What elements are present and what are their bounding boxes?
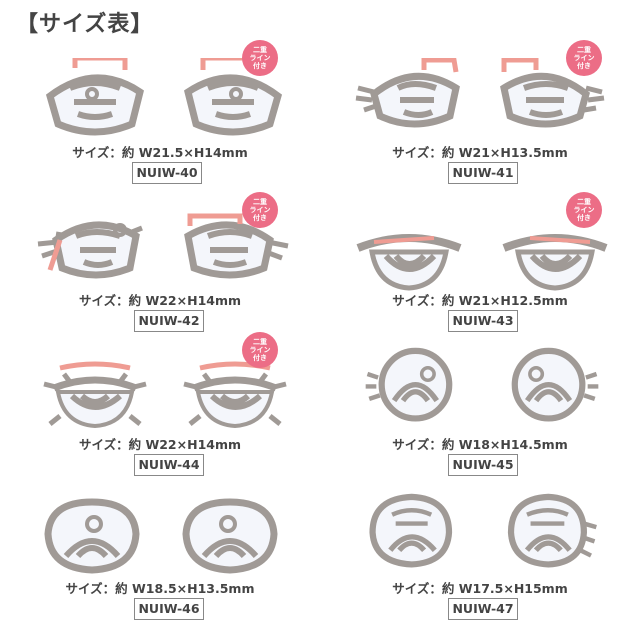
size-label: サイズ：約 W18×H14.5mm <box>392 437 568 452</box>
product-code: NUIW-42 <box>134 310 204 332</box>
product-nuiw-40: サイズ：約 W21.5×H14mm NUIW-40 <box>0 58 320 204</box>
product-code: NUIW-40 <box>132 162 202 184</box>
product-nuiw-46: サイズ：約 W18.5×H13.5mm NUIW-46 <box>0 494 320 640</box>
size-label: サイズ：約 W21.5×H14mm <box>72 145 248 160</box>
eye-patch-right <box>498 342 608 422</box>
eye-patch-left <box>36 494 146 574</box>
double-line-badge: 二重ライン付き <box>242 40 278 76</box>
product-nuiw-45: サイズ：約 W18×H14.5mm NUIW-45 <box>320 347 640 496</box>
eye-patch-right <box>176 494 286 574</box>
eye-patch-left <box>354 58 464 138</box>
product-code: NUIW-45 <box>448 454 518 476</box>
eye-patch-right <box>500 212 610 292</box>
eye-patch-right <box>180 354 290 434</box>
product-code: NUIW-44 <box>134 454 204 476</box>
product-nuiw-43: サイズ：約 W21×H12.5mm NUIW-43 <box>320 206 640 352</box>
size-label: サイズ：約 W21×H13.5mm <box>392 145 568 160</box>
product-code: NUIW-47 <box>448 598 518 620</box>
eye-patch-left <box>40 58 150 138</box>
eye-patch-left <box>356 342 466 422</box>
eye-patch-right <box>496 488 606 568</box>
eye-patch-left <box>40 354 150 434</box>
product-nuiw-44: サイズ：約 W22×H14mm NUIW-44 <box>0 350 320 496</box>
product-nuiw-41: サイズ：約 W21×H13.5mm NUIW-41 <box>320 58 640 204</box>
double-line-badge: 二重ライン付き <box>566 40 602 76</box>
product-code: NUIW-43 <box>448 310 518 332</box>
double-line-badge: 二重ライン付き <box>242 192 278 228</box>
product-nuiw-42: サイズ：約 W22×H14mm NUIW-42 <box>0 206 320 352</box>
product-nuiw-47: サイズ：約 W17.5×H15mm NUIW-47 <box>320 493 640 640</box>
double-line-badge: 二重ライン付き <box>242 332 278 368</box>
size-label: サイズ：約 W17.5×H15mm <box>392 581 568 596</box>
page-title: 【サイズ表】 <box>16 12 154 37</box>
eye-patch-left <box>36 206 146 286</box>
size-label: サイズ：約 W21×H12.5mm <box>392 293 568 308</box>
eye-patch-left <box>354 212 464 292</box>
size-label: サイズ：約 W22×H14mm <box>78 437 242 452</box>
product-code: NUIW-46 <box>134 598 204 620</box>
size-label: サイズ：約 W18.5×H13.5mm <box>65 581 255 596</box>
product-code: NUIW-41 <box>448 162 518 184</box>
eye-patch-right <box>180 206 290 286</box>
size-label: サイズ：約 W22×H14mm <box>78 293 242 308</box>
eye-patch-right <box>496 58 606 138</box>
eye-patch-left <box>354 488 464 568</box>
double-line-badge: 二重ライン付き <box>566 192 602 228</box>
